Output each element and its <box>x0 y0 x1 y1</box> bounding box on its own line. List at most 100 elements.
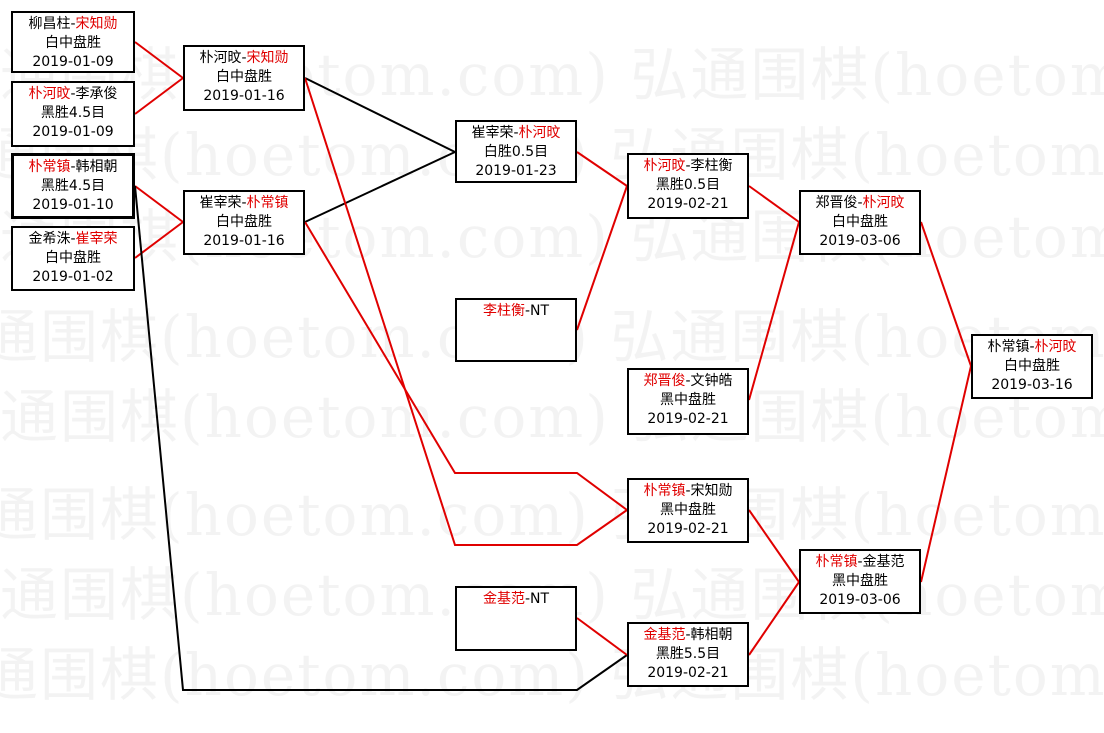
bracket-connector <box>748 185 800 223</box>
match-date <box>457 628 575 647</box>
separator: - <box>685 483 691 499</box>
match-date: 2019-03-06 <box>819 592 901 608</box>
match-players: 朴常镇-韩相朝 <box>14 158 132 177</box>
match-box: 金基范-NT <box>455 586 577 651</box>
match-result: 白中盘胜 <box>45 250 101 266</box>
player-2: NT <box>530 591 550 607</box>
separator: - <box>241 50 247 66</box>
bracket-connector <box>920 221 972 367</box>
bracket-connector <box>134 41 184 79</box>
match-date: 2019-01-23 <box>475 163 557 179</box>
player-1: 郑晋俊 <box>815 195 858 211</box>
match-date: 2019-01-02 <box>32 269 114 285</box>
match-players: 郑晋俊-文钟皓 <box>629 372 747 391</box>
bracket-connector <box>134 185 184 223</box>
bracket-connector <box>748 581 800 656</box>
separator: - <box>70 159 76 175</box>
match-box: 李柱衡-NT <box>455 298 577 362</box>
match-players: 朴常镇-宋知勋 <box>629 482 747 501</box>
player-2: 宋知勋 <box>690 483 733 499</box>
match-result: 白中盘胜 <box>216 214 272 230</box>
match-players: 崔宰荣-朴河旼 <box>457 124 575 143</box>
match-box: 朴常镇-朴河旼白中盘胜 2019-03-16 <box>971 334 1093 399</box>
player-1: 崔宰荣 <box>471 125 514 141</box>
player-1: 郑晋俊 <box>643 373 686 389</box>
watermark-text: 弘通围棋(hoetom.com) 弘通围棋(hoetom.com) 弘通围棋(h… <box>0 468 1104 552</box>
match-result: 白中盘胜 <box>45 35 101 51</box>
player-2: 朴常镇 <box>246 195 289 211</box>
match-result: 黑中盘胜 <box>660 392 716 408</box>
player-1: 李柱衡 <box>482 303 525 319</box>
bracket-connector <box>304 77 628 546</box>
player-2: 李柱衡 <box>690 158 733 174</box>
separator: - <box>685 627 691 643</box>
player-2: 崔宰荣 <box>75 231 118 247</box>
player-2: NT <box>530 303 550 319</box>
match-result: 黑胜4.5目 <box>40 178 106 194</box>
player-1: 金基范 <box>643 627 686 643</box>
bracket-connector <box>748 221 800 401</box>
match-players: 崔宰荣-朴常镇 <box>185 194 303 213</box>
player-2: 朴河旼 <box>862 195 905 211</box>
player-1: 金基范 <box>482 591 525 607</box>
player-1: 朴常镇 <box>815 554 858 570</box>
separator: - <box>70 16 76 32</box>
separator: - <box>685 373 691 389</box>
match-players: 朴河旼-李承俊 <box>13 85 133 104</box>
match-date: 2019-01-10 <box>32 197 114 213</box>
match-result: 白胜0.5目 <box>483 144 549 160</box>
match-box: 金希洙-崔宰荣白中盘胜 2019-01-02 <box>11 226 135 291</box>
bracket-connector <box>576 151 628 187</box>
match-players: 朴河旼-宋知勋 <box>185 49 303 68</box>
match-result <box>457 609 575 628</box>
match-players: 金基范-韩相朝 <box>629 626 747 645</box>
match-date: 2019-03-06 <box>819 233 901 249</box>
player-2: 韩相朝 <box>75 159 118 175</box>
match-result: 黑胜4.5目 <box>40 105 106 121</box>
match-date: 2019-01-09 <box>32 54 114 70</box>
bracket-connector <box>920 365 972 583</box>
separator: - <box>513 125 519 141</box>
match-date: 2019-02-21 <box>647 665 729 681</box>
player-1: 朴河旼 <box>28 86 71 102</box>
match-date: 2019-03-16 <box>991 377 1073 393</box>
bracket-connector <box>304 151 456 223</box>
match-result: 白中盘胜 <box>832 214 888 230</box>
match-result: 黑中盘胜 <box>660 502 716 518</box>
bracket-connector <box>134 77 184 115</box>
match-date: 2019-01-16 <box>203 233 285 249</box>
separator: - <box>857 554 863 570</box>
match-result: 黑胜0.5目 <box>655 177 721 193</box>
match-players: 郑晋俊-朴河旼 <box>801 194 919 213</box>
match-result: 白中盘胜 <box>1004 358 1060 374</box>
separator: - <box>70 231 76 247</box>
match-players: 柳昌柱-宋知勋 <box>13 15 133 34</box>
player-1: 朴常镇 <box>643 483 686 499</box>
player-2: 李承俊 <box>75 86 118 102</box>
player-2: 金基范 <box>862 554 905 570</box>
player-2: 文钟皓 <box>690 373 733 389</box>
match-box: 柳昌柱-宋知勋白中盘胜 2019-01-09 <box>11 11 135 73</box>
player-1: 金希洙 <box>28 231 71 247</box>
player-1: 朴常镇 <box>28 159 71 175</box>
bracket-connector <box>748 509 800 583</box>
separator: - <box>685 158 691 174</box>
bracket-connector <box>576 617 628 656</box>
bracket-connector <box>134 185 628 691</box>
separator: - <box>70 86 76 102</box>
bracket-connector <box>304 77 456 153</box>
match-result: 白中盘胜 <box>216 69 272 85</box>
match-players: 朴常镇-朴河旼 <box>973 338 1091 357</box>
player-2: 韩相朝 <box>690 627 733 643</box>
watermark-text: 弘通围棋(hoetom.com) 弘通围棋(hoetom.com) 弘通围棋(h… <box>0 628 1104 712</box>
match-result: 黑胜5.5目 <box>655 646 721 662</box>
match-date: 2019-02-21 <box>647 521 729 537</box>
match-players: 朴河旼-李柱衡 <box>629 157 747 176</box>
match-box: 崔宰荣-朴常镇白中盘胜 2019-01-16 <box>183 190 305 255</box>
